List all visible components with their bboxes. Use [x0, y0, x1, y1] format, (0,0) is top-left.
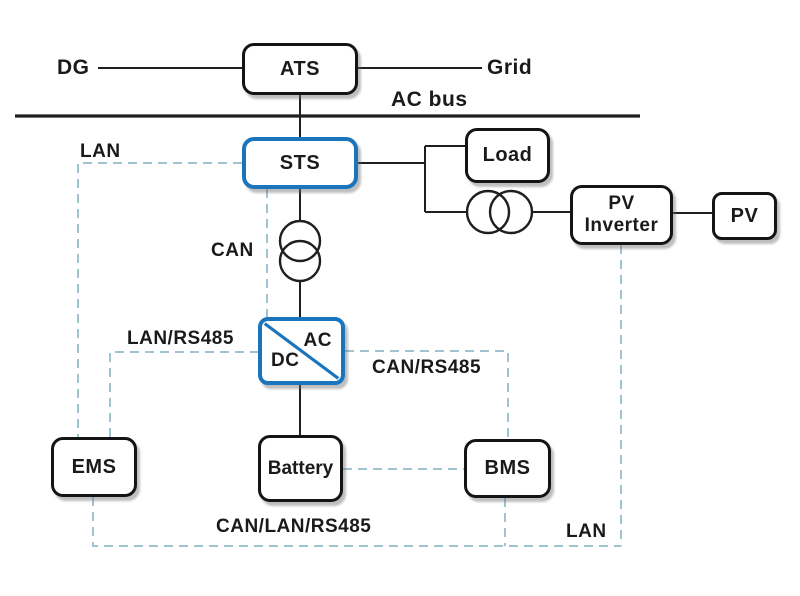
converter-diagonal — [263, 322, 340, 380]
transformer-coil-right — [488, 189, 534, 235]
lan-rs485-label: LAN/RS485 — [127, 328, 234, 349]
grid-terminal-label: Grid — [487, 56, 533, 79]
can-rs485-label: CAN/RS485 — [372, 357, 482, 378]
transformer-coil-top — [278, 219, 322, 263]
ats-node: ATS — [242, 43, 358, 95]
battery-node: Battery — [258, 435, 343, 502]
load-node: Load — [465, 128, 550, 183]
vertical-transformer-icon — [278, 219, 322, 283]
horizontal-transformer-icon — [465, 189, 534, 235]
ats-label: ATS — [279, 57, 320, 80]
ems-node: EMS — [51, 437, 137, 497]
lan-top-label: LAN — [80, 141, 121, 162]
pv-inverter-node: PV Inverter — [570, 185, 673, 245]
dg-terminal-label: DG — [57, 56, 90, 79]
sts-branch-wires — [358, 145, 467, 213]
ems-label: EMS — [71, 455, 117, 478]
comm-wires — [77, 162, 622, 547]
ems-bottom-bus-wire — [92, 497, 621, 547]
converter-ac-label: AC — [303, 330, 332, 351]
bms-label: BMS — [484, 457, 531, 479]
lan-bottom-label: LAN — [566, 521, 607, 542]
battery-label: Battery — [267, 457, 334, 479]
converter-node: AC DC — [258, 317, 345, 385]
can-label: CAN — [211, 240, 254, 261]
pv-inverter-label: PV Inverter — [584, 193, 659, 236]
ac-bus-label: AC bus — [391, 88, 468, 111]
lan-rs485-ems-to-converter-wire — [109, 351, 258, 437]
lan-sts-to-ems-wire — [77, 162, 242, 437]
sts-label: STS — [279, 151, 321, 174]
power-wires — [15, 67, 712, 435]
transformer-coil-left — [465, 189, 511, 235]
load-label: Load — [482, 144, 533, 166]
converter-dc-label: DC — [271, 350, 300, 371]
pv-node: PV — [712, 192, 777, 240]
sts-node: STS — [242, 137, 358, 189]
can-lan-rs485-label: CAN/LAN/RS485 — [216, 516, 372, 537]
pv-label: PV — [730, 204, 759, 227]
bms-node: BMS — [464, 439, 551, 498]
transformer-coil-bottom — [278, 239, 322, 283]
